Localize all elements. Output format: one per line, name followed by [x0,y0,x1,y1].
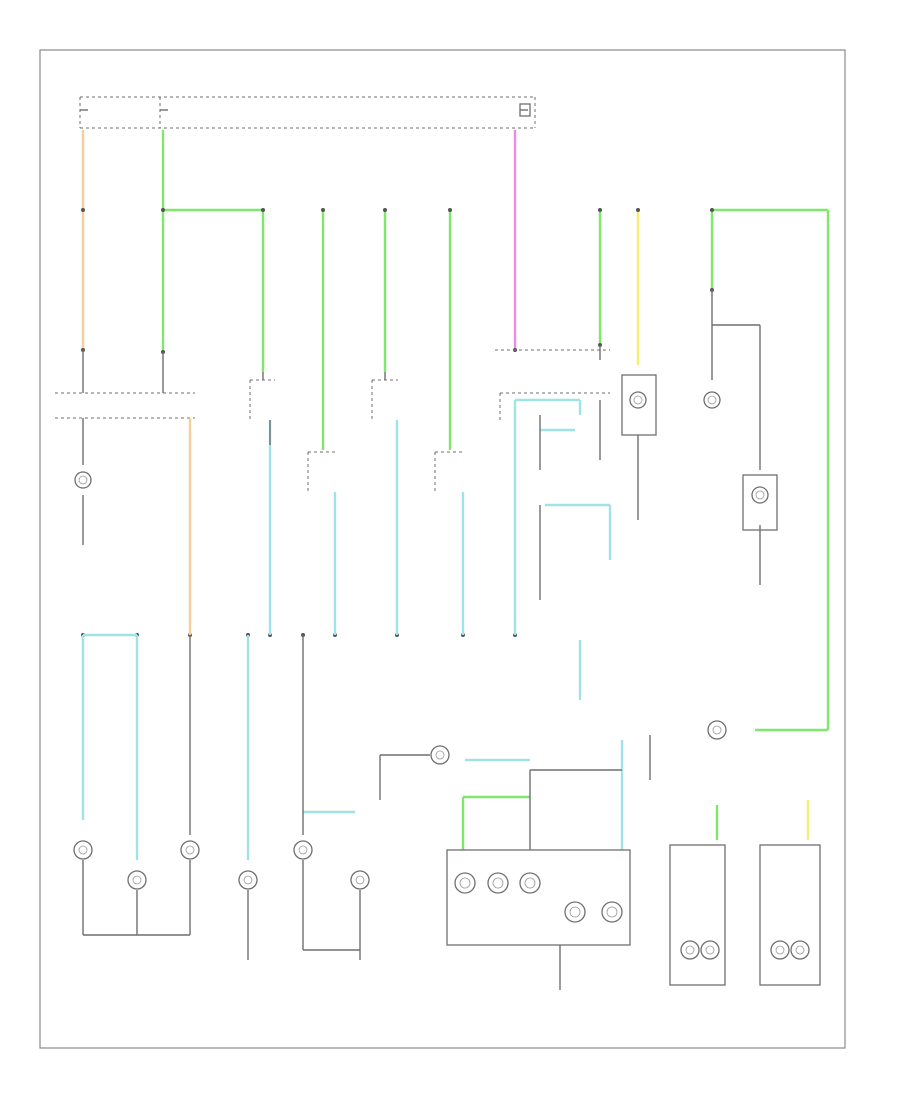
lamp-upper-right [742,474,778,531]
diagram-frame [39,49,846,1049]
instrument-cluster [379,720,727,990]
power-wires [81,130,830,732]
right-control-boxes [669,800,821,986]
lower-lamp-row [73,840,370,960]
switch-row [55,349,610,635]
lamp-feed-wires [81,398,624,860]
lamp-upper-center-2 [703,391,721,409]
lamp-upper-left [74,471,92,489]
lamp-upper-center-1 [621,374,657,436]
fuse-block [79,96,536,129]
ground-wiring [82,290,761,835]
